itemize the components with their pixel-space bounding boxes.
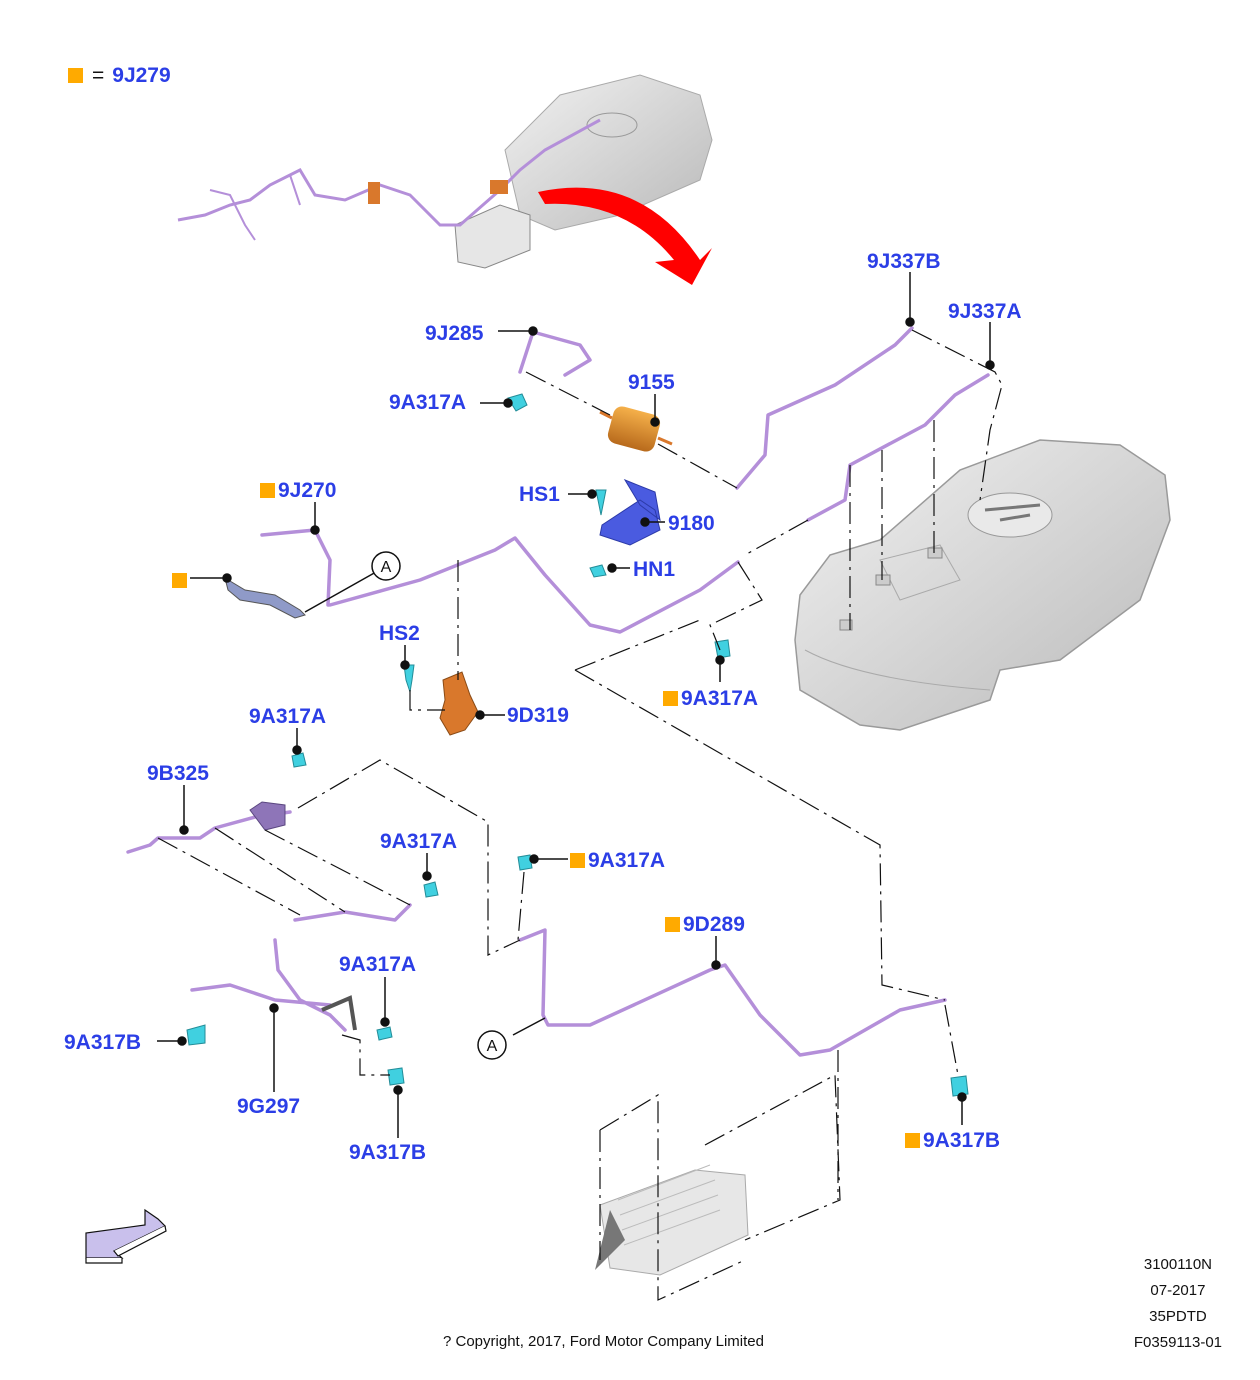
clip-HN1 — [589, 564, 607, 578]
leader-lines — [157, 272, 995, 1138]
legend-equals: = — [92, 64, 105, 87]
meta-date: 07-2017 — [1150, 1282, 1206, 1299]
callout-text: 9D289 — [683, 913, 745, 936]
bracket-9D319 — [439, 671, 479, 736]
callout-9J285: 9J285 — [425, 322, 484, 345]
callout-9A317A: 9A317A — [389, 391, 467, 414]
circle-a-label: A — [487, 1038, 498, 1055]
callout-9D319: 9D319 — [507, 704, 569, 727]
clip-HS1 — [595, 489, 607, 516]
callout-9A317A-marked: 9A317A — [570, 850, 665, 871]
marker-square-icon — [172, 573, 187, 588]
callout-HN1: HN1 — [633, 558, 676, 581]
canister-valve-9B325 — [249, 801, 286, 831]
marker-square-icon — [570, 853, 585, 868]
callout-text: 9A317A — [681, 687, 759, 710]
callout-9A317A: 9A317A — [380, 830, 458, 853]
clip-9A317A-left3 — [376, 1026, 393, 1041]
copyright-notice: ? Copyright, 2017, Ford Motor Company Li… — [443, 1333, 764, 1350]
tube-9G297-main — [190, 938, 347, 1032]
clip-9A317B-left — [186, 1024, 206, 1046]
tube-main-upper — [328, 536, 740, 634]
legend: = 9J279 — [68, 64, 171, 88]
clip-HS2 — [403, 664, 415, 693]
overview-filter — [490, 180, 508, 194]
circle-a-label: A — [381, 559, 392, 576]
overview-tube-line — [177, 118, 601, 227]
fuel-pump-ring — [967, 492, 1053, 538]
tank-mount-2 — [875, 574, 891, 586]
callout-9A317B-marked: 9A317B — [905, 1130, 1000, 1151]
tube-9J337B — [735, 326, 914, 490]
filter-bracket-9180 — [599, 478, 661, 546]
legend-part-number: 9J279 — [112, 64, 171, 87]
clip-9A317A-top — [507, 393, 528, 412]
callout-9A317B: 9A317B — [64, 1031, 142, 1054]
clips — [186, 393, 969, 1097]
callout-text: 9A317B — [923, 1129, 1001, 1152]
marker-square-icon — [663, 691, 678, 706]
clip-9A317A-left2 — [423, 881, 439, 898]
callout-HS2: HS2 — [379, 622, 420, 645]
callout-HS1: HS1 — [519, 483, 560, 506]
figure-meta: 3100110N 07-2017 35PDTD F0359113-01 — [1134, 1252, 1222, 1356]
marker-square-icon — [905, 1133, 920, 1148]
fuel-filter-9155 — [599, 406, 673, 452]
tube-9J337A — [806, 373, 990, 522]
meta-code: 3100110N — [1143, 1256, 1212, 1273]
clip-9A317B-right — [950, 1075, 969, 1097]
overview-tank-pump-ring — [586, 112, 638, 138]
direction-arrow-icon — [85, 1208, 167, 1264]
tube-9J270 — [260, 528, 332, 607]
overview-bracket — [368, 182, 380, 204]
callout-9A317A-marked: 9A317A — [663, 688, 758, 709]
overview-assembly — [177, 74, 713, 285]
callout-9D289: 9D289 — [665, 914, 745, 935]
callout-9B325: 9B325 — [147, 762, 209, 785]
fuel-pump-lock — [984, 503, 1041, 522]
marker-square-icon — [260, 483, 275, 498]
callout-9J270: 9J270 — [260, 480, 336, 501]
clip-9A317A-mid — [517, 854, 533, 871]
callout-9155: 9155 — [628, 371, 675, 394]
hose-9G297 — [321, 995, 357, 1031]
callout-text: 9J270 — [278, 479, 337, 502]
callout-9G297: 9G297 — [237, 1095, 301, 1118]
marker-square-icon — [68, 68, 83, 83]
overview-tube-branch — [209, 174, 301, 241]
red-arrow — [538, 187, 712, 285]
bracket-9J270 — [224, 576, 306, 619]
callout-9J337B: 9J337B — [867, 250, 941, 273]
callout-9A317A: 9A317A — [249, 705, 327, 728]
canister-bottom — [595, 1164, 749, 1276]
clip-9A317A-tank — [714, 639, 731, 659]
clip-9A317A-left1 — [291, 752, 307, 768]
overview-canister — [454, 204, 531, 269]
assembly-lines — [157, 329, 1003, 1301]
meta-figure-id: F0359113-01 — [1133, 1334, 1222, 1351]
tube-9G297-upper — [293, 903, 412, 922]
tube-9J285 — [518, 330, 592, 377]
callout-marker-only — [172, 570, 190, 591]
meta-ref: 35PDTD — [1149, 1308, 1207, 1325]
clip-9A317B-bottom — [387, 1067, 405, 1086]
reference-circle-a-lower: A — [477, 1030, 507, 1060]
callout-9A317A: 9A317A — [339, 953, 417, 976]
marker-square-icon — [665, 917, 680, 932]
fuel-tank — [794, 439, 1171, 731]
tank-mount-3 — [927, 547, 943, 559]
tank-mount-1 — [839, 619, 853, 631]
components — [224, 406, 749, 1276]
callout-9A317B: 9A317B — [349, 1141, 427, 1164]
fuel-tank-body — [794, 439, 1171, 731]
callout-9J337A: 9J337A — [948, 300, 1022, 323]
tank-detail-lines — [804, 544, 991, 691]
callout-9180: 9180 — [668, 512, 715, 535]
reference-circle-a-upper: A — [371, 551, 401, 581]
callout-text: 9A317A — [588, 849, 666, 872]
